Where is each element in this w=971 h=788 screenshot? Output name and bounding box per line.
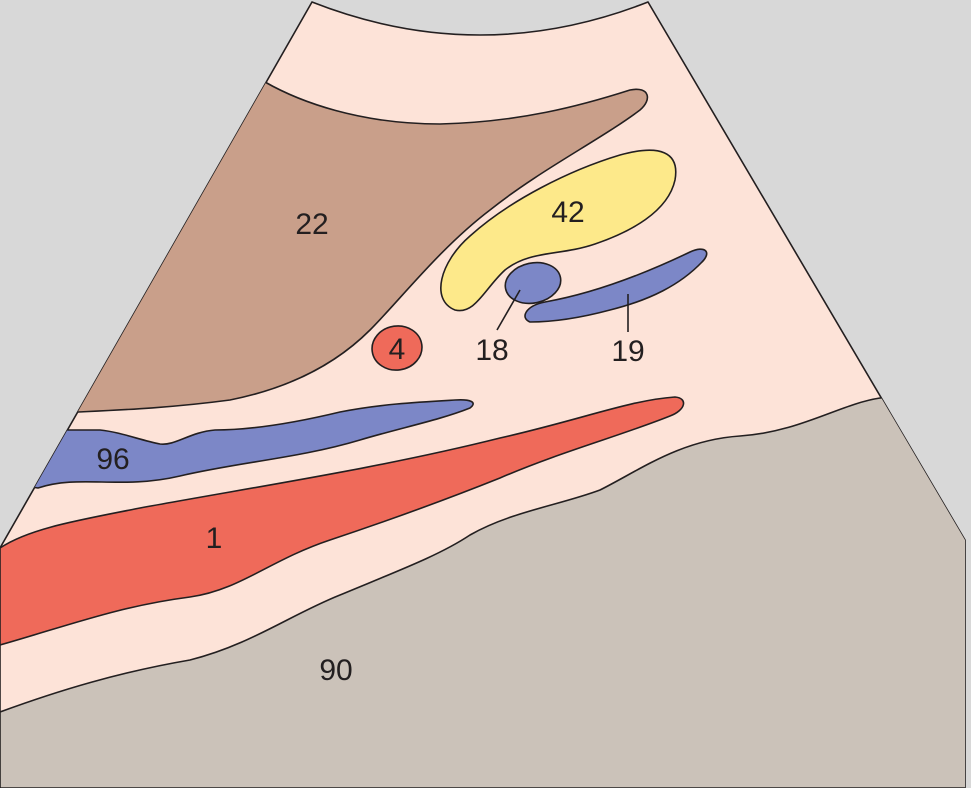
region-42 xyxy=(440,149,677,312)
label-1: 1 xyxy=(206,522,223,555)
label-96: 96 xyxy=(96,443,129,476)
region-18 xyxy=(504,261,562,305)
label-4: 4 xyxy=(389,333,406,366)
region-4 xyxy=(371,325,423,371)
label-90: 90 xyxy=(319,654,352,687)
label-22: 22 xyxy=(295,208,328,241)
leader-line-18 xyxy=(496,289,521,331)
region-96 xyxy=(0,399,474,489)
label-19: 19 xyxy=(611,335,644,368)
region-1 xyxy=(0,396,685,646)
region-90 xyxy=(0,397,965,788)
label-42: 42 xyxy=(551,196,584,229)
label-18: 18 xyxy=(475,334,508,367)
region-19 xyxy=(524,248,708,323)
